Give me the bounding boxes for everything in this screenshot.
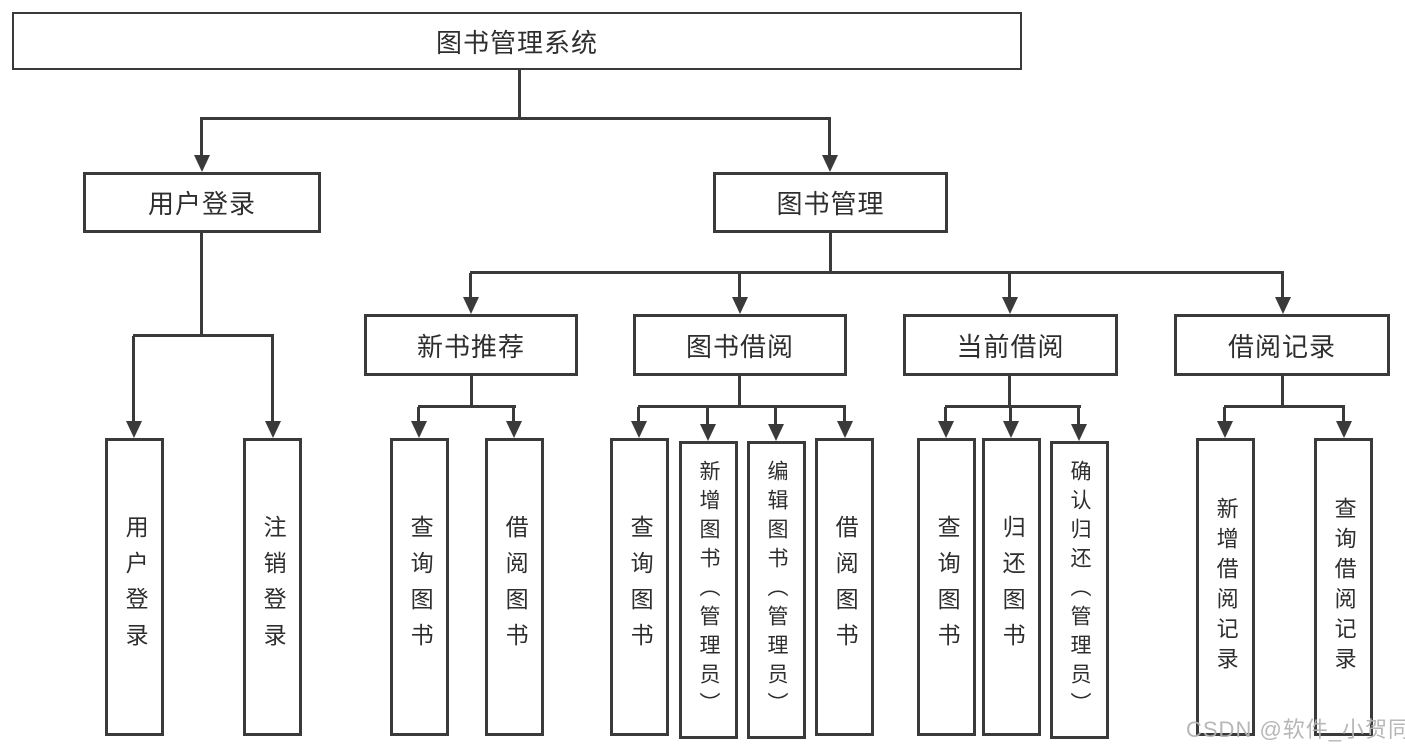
down-arrow-icon [506, 407, 522, 438]
down-arrow-icon [1275, 273, 1291, 314]
down-arrow-icon [837, 407, 853, 438]
connector-borrow-records-bar [1224, 405, 1345, 408]
leaf-label: 注销登录 [260, 515, 287, 659]
node-current-borrow: 当前借阅 [903, 314, 1118, 376]
node-book-management: 图书管理 [713, 172, 948, 233]
leaf-label: 用户登录 [122, 515, 149, 659]
leaf-label: 查询借阅记录 [1331, 497, 1357, 677]
node-book-management-label: 图书管理 [776, 189, 885, 219]
leaf-edit-books-admin: 编辑图书（管理员） [747, 441, 806, 739]
down-arrow-icon [1071, 407, 1087, 441]
leaf-add-books-admin: 新增图书（管理员） [679, 441, 738, 739]
connector-new-book-stem [470, 376, 473, 407]
node-root: 图书管理系统 [12, 12, 1022, 70]
node-user-login: 用户登录 [83, 172, 321, 233]
down-arrow-icon [411, 407, 427, 438]
leaf-label: 新增借阅记录 [1213, 497, 1239, 677]
leaf-query-books-recommend: 查询图书 [390, 438, 449, 736]
leaf-query-borrow-record: 查询借阅记录 [1314, 438, 1373, 736]
leaf-confirm-return-admin: 确认归还（管理员） [1050, 441, 1109, 739]
node-root-label: 图书管理系统 [435, 27, 598, 58]
connector-current-borrow-stem [1008, 376, 1011, 407]
down-arrow-icon [1217, 407, 1233, 438]
node-book-borrow-label: 图书借阅 [685, 331, 794, 362]
connector-level3-bar [470, 271, 1284, 274]
leaf-label: 新增图书（管理员） [697, 459, 721, 721]
connector-book-management-stem [829, 233, 832, 273]
leaf-label: 归还图书 [999, 515, 1026, 659]
leaf-add-borrow-record: 新增借阅记录 [1196, 438, 1255, 736]
connector-book-borrow-stem [738, 376, 741, 407]
down-arrow-icon [463, 273, 479, 314]
leaf-query-books-current: 查询图书 [917, 438, 976, 736]
down-arrow-icon [126, 336, 142, 438]
down-arrow-icon [1002, 273, 1018, 314]
down-arrow-icon [732, 273, 748, 314]
leaf-borrow-books-recommend: 借阅图书 [485, 438, 544, 736]
down-arrow-icon [768, 407, 784, 441]
leaf-label: 编辑图书（管理员） [765, 459, 789, 721]
down-arrow-icon [1336, 407, 1352, 438]
node-book-borrow: 图书借阅 [633, 314, 847, 376]
connector-user-login-bar [133, 334, 274, 337]
node-borrow-records-label: 借阅记录 [1227, 331, 1336, 362]
leaf-label: 查询图书 [934, 515, 961, 659]
leaf-label: 查询图书 [627, 515, 654, 659]
node-current-borrow-label: 当前借阅 [956, 331, 1065, 362]
down-arrow-icon [265, 336, 281, 438]
node-user-login-label: 用户登录 [147, 189, 256, 219]
leaf-return-books: 归还图书 [982, 438, 1041, 736]
watermark: CSDN @软件_小贺同学 [1186, 717, 1405, 742]
connector-level2-bar [200, 117, 831, 120]
node-new-book-recommend: 新书推荐 [364, 314, 578, 376]
down-arrow-icon [700, 407, 716, 441]
connector-root-stem [518, 70, 521, 119]
connector-book-borrow-bar [638, 405, 846, 408]
node-borrow-records: 借阅记录 [1174, 314, 1390, 376]
connector-current-borrow-bar [945, 405, 1081, 408]
connector-user-login-stem [200, 233, 203, 336]
down-arrow-icon [822, 119, 838, 172]
down-arrow-icon [631, 407, 647, 438]
leaf-query-books-borrow: 查询图书 [610, 438, 669, 736]
connector-borrow-records-stem [1281, 376, 1284, 407]
leaf-label: 借阅图书 [832, 515, 859, 659]
node-new-book-recommend-label: 新书推荐 [416, 331, 525, 362]
down-arrow-icon [1003, 407, 1019, 438]
leaf-logout: 注销登录 [243, 438, 302, 736]
connector-new-book-bar [418, 405, 516, 408]
down-arrow-icon [938, 407, 954, 438]
leaf-label: 确认归还（管理员） [1068, 459, 1092, 721]
leaf-borrow-books: 借阅图书 [815, 438, 874, 736]
leaf-user-login: 用户登录 [105, 438, 164, 736]
leaf-label: 借阅图书 [502, 515, 529, 659]
down-arrow-icon [194, 119, 210, 172]
leaf-label: 查询图书 [407, 515, 434, 659]
